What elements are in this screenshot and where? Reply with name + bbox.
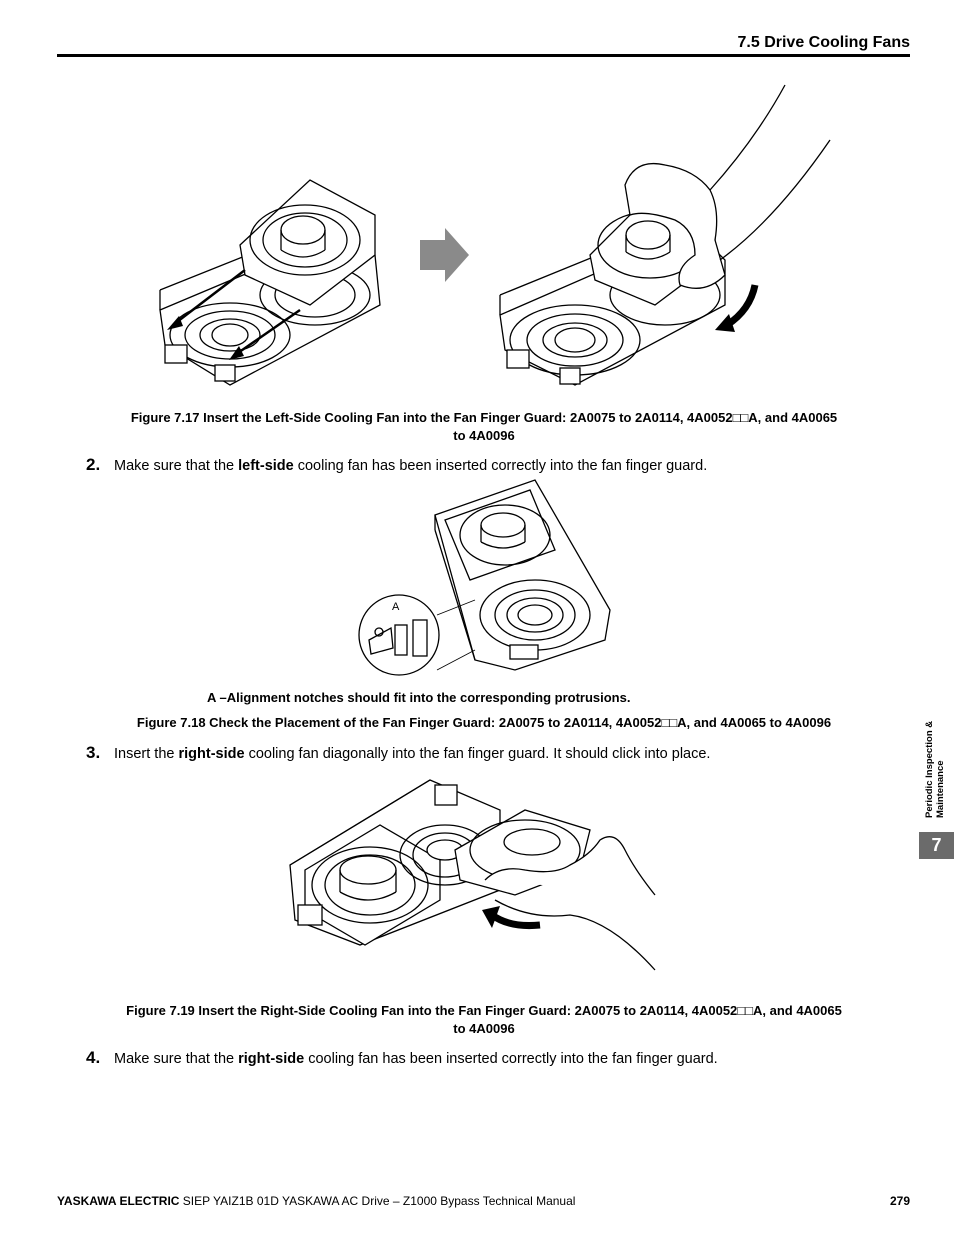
figure-7-18-note: A –Alignment notches should fit into the… [207, 690, 631, 705]
figure-7-19-illustration [289, 779, 656, 971]
caption-line: Figure 7.17 Insert the Left-Side Cooling… [130, 410, 838, 425]
alignment-callout: A [358, 594, 476, 676]
step-number: 3. [86, 743, 101, 762]
fan-chassis [289, 779, 501, 946]
rotation-arrow [725, 284, 759, 328]
footer-manual-title: SIEP YAIZ1B 01D YASKAWA AC Drive – Z1000… [179, 1194, 576, 1208]
step-3: 3. Insert the right-side cooling fan diag… [86, 743, 710, 763]
step-emphasis: left-side [238, 458, 294, 474]
figure-7-18-illustration: A [358, 479, 611, 676]
step-text: Make sure that the [114, 458, 239, 474]
step-text: cooling fan has been inserted correctly … [304, 1051, 718, 1067]
page-number: 279 [889, 1194, 910, 1208]
cooling-fan-left [239, 179, 376, 306]
side-tab-text: Periodic Inspection &Maintenance [924, 720, 946, 818]
step-text: Make sure that the [114, 1051, 239, 1067]
caption-line: to 4A0096 [453, 1021, 515, 1036]
footer-manual: YASKAWA ELECTRIC SIEP YAIZ1B 01D YASKAWA… [57, 1194, 575, 1208]
figure-7-19-caption: Figure 7.19 Insert the Right-Side Coolin… [60, 1002, 908, 1038]
footer-brand: YASKAWA ELECTRIC [57, 1194, 180, 1208]
step-text: cooling fan diagonally into the fan fing… [244, 746, 711, 762]
figure-7-17-caption: Figure 7.17 Insert the Left-Side Cooling… [60, 409, 908, 445]
step-number: 2. [86, 455, 101, 474]
fan-chassis [434, 479, 611, 671]
hand-illustration [624, 162, 726, 289]
hand-illustration [484, 836, 656, 896]
rotation-arrow [489, 912, 541, 929]
side-tab-label: Periodic Inspection &Maintenance [920, 700, 954, 820]
figure-7-18-caption: Figure 7.18 Check the Placement of the F… [136, 715, 832, 730]
step-4: 4. Make sure that the right-side cooling … [86, 1048, 718, 1068]
step-emphasis: right-side [178, 746, 245, 762]
caption-line: Figure 7.19 Insert the Right-Side Coolin… [126, 1003, 842, 1018]
insertion-arrows [167, 269, 301, 360]
step-text: Insert the [114, 746, 179, 762]
header-rule [57, 54, 910, 57]
transition-arrow [420, 228, 469, 282]
step-2: 2. Make sure that the left-side cooling f… [86, 455, 707, 475]
section-title: 7.5 Drive Cooling Fans [737, 34, 910, 51]
chapter-tab: 7 [919, 832, 954, 859]
step-text: cooling fan has been inserted correctly … [293, 458, 708, 474]
step-emphasis: right-side [238, 1051, 305, 1067]
step-number: 4. [86, 1048, 101, 1067]
caption-line: to 4A0096 [453, 428, 515, 443]
figure-7-17-illustration [159, 84, 831, 386]
callout-label: A [392, 601, 400, 613]
